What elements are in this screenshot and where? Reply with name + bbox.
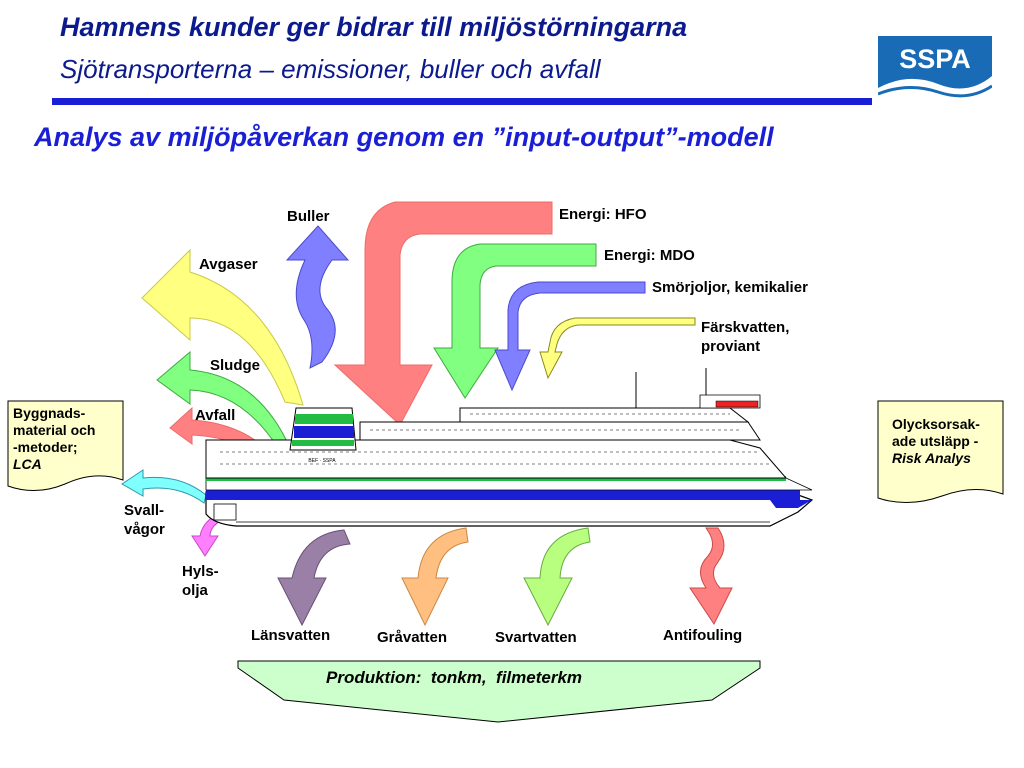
svallvagor-label-2: vågor <box>124 521 165 538</box>
svallvagor-label-1: Svall- <box>124 502 165 519</box>
svartvatten-arrow <box>523 527 591 627</box>
gravatten-label: Gråvatten <box>377 629 448 646</box>
lca-note-text: Byggnads- material och -metoder; LCA <box>13 405 96 472</box>
farskvatten-label-1: Färskvatten, <box>701 319 790 336</box>
risk-analys-note-text: Olycksorsak- ade utsläpp - Risk Analys <box>892 416 980 466</box>
page-title: Hamnens kunder ger bidrar till miljöstör… <box>60 12 688 42</box>
buller-arrow <box>285 225 350 369</box>
production-arrow <box>237 660 761 723</box>
sludge-label: Sludge <box>210 357 261 374</box>
lansvatten-label: Länsvatten <box>251 627 331 644</box>
svallvagor-arrow <box>121 469 207 504</box>
energi-mdo-label: Energi: MDO <box>604 247 695 264</box>
farskvatten-arrow <box>539 317 696 380</box>
antifouling-label: Antifouling <box>663 627 743 644</box>
antifouling-arrow <box>689 527 733 625</box>
avgaser-label: Avgaser <box>199 256 258 273</box>
logo-text: SSPA <box>899 44 971 74</box>
page-subtitle: Sjötransporterna – emissioner, buller oc… <box>60 54 601 84</box>
ship: BEF · SSPA <box>205 368 814 527</box>
avgaser-arrow <box>141 248 304 406</box>
production-label: Produktion: tonkm, filmeterkm <box>326 668 583 687</box>
sspa-logo: SSPA <box>878 36 992 106</box>
lansvatten-arrow <box>277 529 351 627</box>
energi-mdo-arrow <box>433 243 597 399</box>
title-divider <box>52 98 872 105</box>
smorjoljor-label: Smörjoljor, kemikalier <box>652 279 808 296</box>
gravatten-arrow <box>401 527 469 627</box>
smorjoljor-arrow <box>494 281 646 392</box>
avfall-label: Avfall <box>195 407 236 424</box>
hylsolja-label-2: olja <box>182 582 208 599</box>
risk-analys-note <box>877 400 1004 504</box>
buller-label: Buller <box>287 208 330 225</box>
funnel-text: BEF · SSPA <box>308 458 336 464</box>
lca-note <box>7 400 124 491</box>
hylsolja-label-1: Hyls- <box>182 563 219 580</box>
energi-hfo-label: Energi: HFO <box>559 206 647 223</box>
svartvatten-label: Svartvatten <box>495 629 577 646</box>
diagram-title: Analys av miljöpåverkan genom en ”input-… <box>34 122 774 152</box>
farskvatten-label-2: proviant <box>701 338 761 355</box>
energi-hfo-arrow <box>333 201 553 426</box>
ship-hull <box>205 491 814 527</box>
